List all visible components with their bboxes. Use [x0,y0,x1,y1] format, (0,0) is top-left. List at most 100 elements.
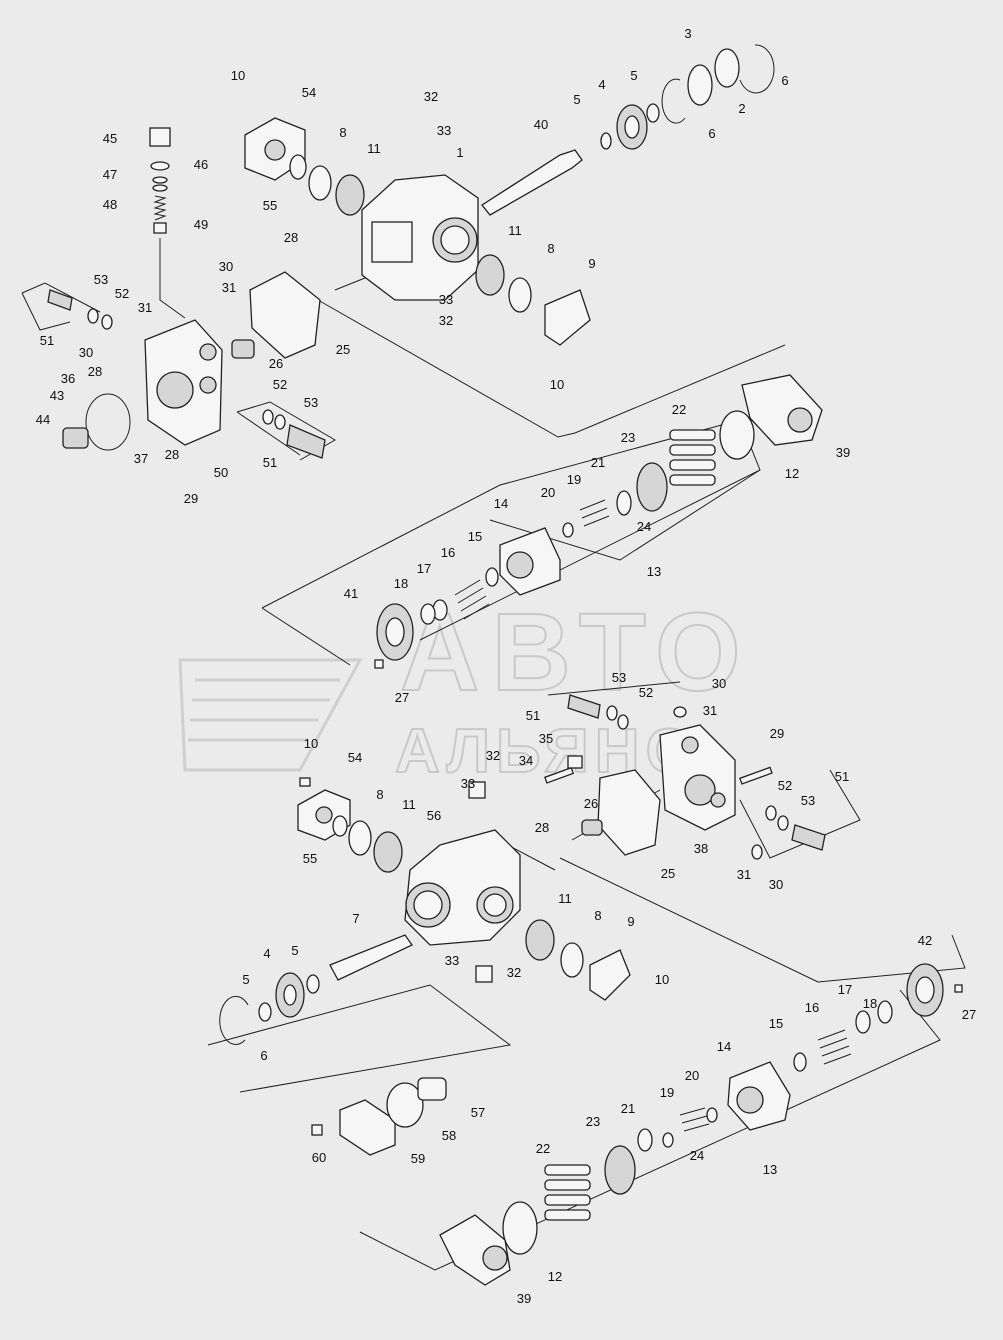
pump-housing-bottom [404,781,521,983]
watermark: АВТО АЛЬЯНС [178,590,753,787]
callout-40: 40 [534,117,548,132]
callout-60: 60 [312,1150,326,1165]
callout-19a: 19 [567,472,581,487]
callout-24b: 24 [690,1148,704,1163]
callout-11a: 11 [367,141,381,156]
callout-6c: 6 [260,1048,267,1063]
callout-32d: 32 [507,965,521,980]
callout-16b: 16 [805,1000,819,1015]
callout-53c: 53 [612,670,626,685]
pump-housing-top [361,174,479,301]
callout-47: 47 [103,167,117,182]
callout-16a: 16 [441,545,455,560]
callout-4a: 4 [598,77,605,92]
callout-2: 2 [738,101,745,116]
callout-6b: 6 [708,126,715,141]
callout-9a: 9 [588,256,595,271]
parts [47,44,963,1286]
callout-36: 36 [61,371,75,386]
rotating-group-top [374,374,823,669]
callout-18b: 18 [863,996,877,1011]
callout-37: 37 [134,451,148,466]
callout-20a: 20 [541,485,555,500]
callout-4b: 4 [263,946,270,961]
callout-31b: 31 [138,300,152,315]
callout-32b: 32 [439,313,453,328]
callout-51d: 51 [835,769,849,784]
callout-51a: 51 [40,333,54,348]
callout-3: 3 [684,26,691,41]
callout-15a: 15 [468,529,482,544]
callout-46: 46 [194,157,208,172]
callout-11c: 11 [402,797,416,812]
drive-shaft-top [481,149,583,216]
callout-28a: 28 [284,230,298,245]
valve-block-top [62,271,321,451]
callout-28c: 28 [165,447,179,462]
callout-23b: 23 [586,1114,600,1129]
callout-50: 50 [214,465,228,480]
callout-35: 35 [539,731,553,746]
callout-45: 45 [103,131,117,146]
callout-55a: 55 [263,198,277,213]
callout-57: 57 [471,1105,485,1120]
callout-29a: 29 [184,491,198,506]
callout-32a: 32 [424,89,438,104]
cover-plate-bottom [297,777,631,1001]
callout-19b: 19 [660,1085,674,1100]
callout-27b: 27 [962,1007,976,1022]
callout-44: 44 [36,412,50,427]
callout-49: 49 [194,217,208,232]
callout-55b: 55 [303,851,317,866]
control-valve-top-left [47,289,326,459]
callout-5c: 5 [291,943,298,958]
callout-7: 7 [352,911,359,926]
callout-31c: 31 [703,703,717,718]
callout-21a: 21 [591,455,605,470]
callout-26a: 26 [269,356,283,371]
callout-27a: 27 [395,690,409,705]
callout-30d: 30 [769,877,783,892]
callout-52c: 52 [639,685,653,700]
callout-9b: 9 [627,914,634,929]
callout-6a: 6 [781,73,788,88]
callout-32c: 32 [486,748,500,763]
callout-51c: 51 [526,708,540,723]
cover-plate-top [244,117,591,346]
callout-39a: 39 [836,445,850,460]
callout-33a: 33 [437,123,451,138]
rotating-group-bottom [439,963,963,1286]
callout-58: 58 [442,1128,456,1143]
callout-38: 38 [694,841,708,856]
callout-1: 1 [456,145,463,160]
callout-53a: 53 [94,272,108,287]
callout-18a: 18 [394,576,408,591]
cover-set-bottom [311,1077,447,1156]
callout-53d: 53 [801,793,815,808]
callout-28b: 28 [88,364,102,379]
callout-30a: 30 [219,259,233,274]
callout-43: 43 [50,388,64,403]
callout-5a: 5 [630,68,637,83]
callout-25b: 25 [661,866,675,881]
callout-5d: 5 [242,972,249,987]
watermark-logo [178,658,363,772]
callout-52d: 52 [778,778,792,793]
callout-25a: 25 [336,342,350,357]
callout-42: 42 [918,933,932,948]
callout-8c: 8 [376,787,383,802]
callout-30c: 30 [712,676,726,691]
bearings-top [600,44,775,150]
callout-28d: 28 [535,820,549,835]
callout-12a: 12 [785,466,799,481]
callout-48: 48 [103,197,117,212]
callout-14b: 14 [717,1039,731,1054]
watermark-line2: АЛЬЯНС [395,717,696,786]
callout-54b: 54 [348,750,362,765]
callout-10d: 10 [655,972,669,987]
callout-33b: 33 [439,292,453,307]
watermark-line1: АВТО [400,591,753,714]
callout-53b: 53 [304,395,318,410]
callout-29b: 29 [770,726,784,741]
